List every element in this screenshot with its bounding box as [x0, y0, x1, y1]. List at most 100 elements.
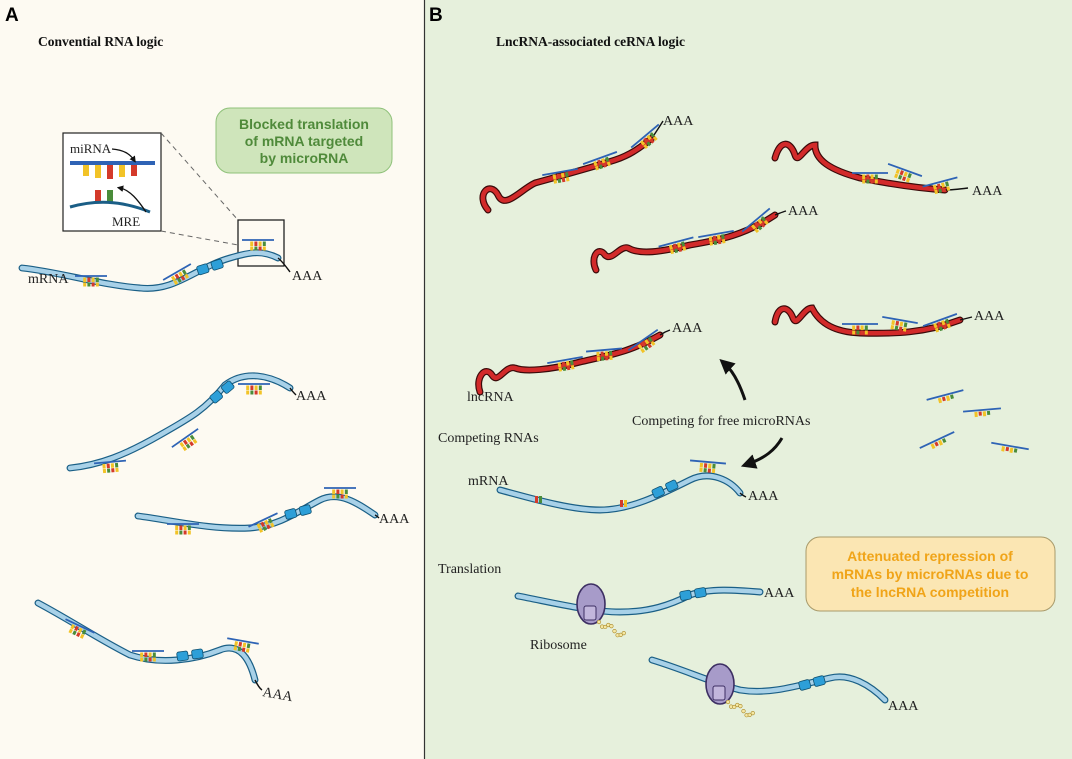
zoom-box: [237, 219, 285, 267]
lncrna-5: [771, 304, 964, 337]
panel-b-mrna-tail: [739, 492, 747, 498]
panel-b-callout-line-1: Attenuated repression of: [847, 548, 1013, 564]
panel-a-mrna-3-mirna-1: [167, 523, 199, 535]
panel-a-mrna-4-tail: [254, 679, 263, 691]
lncrna-2-mirna-1: [852, 172, 888, 184]
ribosome-label: Ribosome: [530, 638, 587, 653]
translating-mrna-2-polya: AAA: [888, 699, 919, 714]
panel-a-mrna-3-cds: [284, 504, 312, 520]
panel-a-mrna-2-tail: [289, 387, 297, 396]
panel-b-callout-line-3: the lncRNA competition: [851, 584, 1009, 600]
panel-a-letter: A: [5, 5, 19, 26]
lncrna-1-mirna-3: [630, 123, 660, 150]
lncrna-5-polya: AAA: [974, 309, 1005, 324]
panel-a-mrna-3-mirna-2: [248, 512, 278, 533]
panel-a-mrna-2-cds: [209, 380, 235, 404]
panel-b-title: LncRNA-associated ceRNA logic: [496, 34, 685, 49]
panel-b-mrna-mre-1: [535, 496, 538, 503]
panel-b-mrna-polya: AAA: [748, 489, 779, 504]
lncrna-1-polya: AAA: [663, 114, 694, 129]
lncrna-3-polya: AAA: [788, 204, 819, 219]
panel-a-mrna-4-mirna-2: [132, 650, 164, 662]
inset-mre-strand: [69, 200, 151, 214]
panel-b-mrna-mre-3: [620, 500, 623, 507]
panel-a-mrna-1-mirna-3: [242, 239, 274, 251]
lncrna-5-mirna-2: [882, 315, 918, 332]
panel-b-background: [425, 0, 1072, 759]
lncrna-1: [479, 134, 656, 214]
panel-a-callout-line-2: of mRNA targeted: [245, 133, 364, 149]
panel-a-mrna-1-mirna-2: [162, 263, 192, 285]
panel-b-callout: Attenuated repression of mRNAs by microR…: [805, 536, 1056, 612]
lncrna-3-tail: [774, 210, 787, 216]
zoom-line-top: [160, 132, 239, 221]
panel-a-mrna-1-tail: [277, 257, 291, 273]
panel-a-mrna-4-mirna-3: [227, 637, 259, 653]
arrow-to-lncrna: [719, 359, 747, 401]
lncrna-4-mirna-3: [627, 328, 659, 354]
inset-mirna-arrow: [111, 148, 136, 163]
panel-b-mrna-mirna: [689, 459, 727, 474]
panel-a-molecules: [18, 239, 380, 691]
lncrna-2-polya: AAA: [972, 184, 1003, 199]
translating-mrna-1: [514, 586, 764, 616]
panel-a-mrna-2-polya: AAA: [296, 389, 327, 404]
competing-rnas-label: Competing RNAs: [438, 431, 539, 446]
lncrna-3-mirna-1: [658, 236, 694, 255]
translating-mrna-2: [648, 656, 889, 704]
panel-a-mrna-2-mirna-2: [171, 428, 199, 452]
translating-mrna-1-polya: AAA: [764, 586, 795, 601]
inset-base-pairs: [83, 165, 137, 202]
panel-a-callout: Blocked translation of mRNA targeted by …: [215, 107, 393, 174]
inset-mre-label: MRE: [112, 214, 140, 229]
inset-mre-arrow: [116, 185, 147, 213]
panel-a-mrna-2-mirna-3: [238, 383, 270, 395]
panel-b-letter: B: [429, 5, 443, 26]
panel-a-mrna-2: [66, 372, 294, 472]
panel-a-mrna-1-polya: AAA: [292, 269, 323, 284]
lncrna-1-mirna-2: [582, 150, 618, 171]
panel-b-molecules: [475, 120, 1029, 718]
arrow-to-mrna: [740, 437, 784, 469]
panel-b-mrna-mre-4: [624, 500, 627, 507]
panel-a-mrna-1-cds: [196, 258, 224, 276]
panel-b-mrna-mre-2: [539, 496, 542, 503]
ribosome-2: [705, 663, 755, 718]
panel-a-mrna-3-mirna-3: [324, 487, 356, 499]
lncrna-3-mirna-3: [741, 207, 771, 234]
panel-a-mrna-1-mirna-1: [75, 275, 107, 287]
panel-a-mrna-4-cds: [176, 648, 204, 662]
panel-a-mrna-4-polya: AAA: [261, 685, 294, 705]
lncrna-5-mirna-3: [922, 312, 958, 333]
panel-a-mrna-1: [18, 249, 282, 292]
panel-b-callout-line-2: mRNAs by microRNAs due to: [832, 566, 1029, 582]
panel-b-mrna: [496, 472, 744, 514]
lncrna-2: [771, 140, 949, 194]
competing-label: Competing for free microRNAs: [632, 414, 810, 429]
translating-mrna-2-cds: [798, 675, 826, 691]
free-mirna-4: [991, 441, 1029, 454]
translation-label: Translation: [438, 562, 501, 577]
lncrna-3-mirna-2: [698, 229, 734, 246]
panel-a-callout-line-3: by microRNA: [260, 150, 349, 166]
lncrna-4-mirna-1: [547, 355, 583, 372]
panel-b-mrna-cds: [651, 479, 679, 499]
panel-a-mrna-4-mirna-1: [65, 618, 95, 639]
panel-b-mrna-label: mRNA: [468, 474, 509, 489]
free-mirna-1: [926, 389, 964, 404]
lncrna-5-mirna-1: [842, 323, 878, 335]
panel-a-mrna-label: mRNA: [28, 272, 69, 287]
lncrna-label: lncRNA: [467, 390, 515, 405]
panel-a-mrna-2-mirna-1: [93, 459, 127, 474]
mre-inset: miRNA MRE: [62, 132, 162, 232]
panel-a-title: Convential RNA logic: [38, 34, 163, 49]
lncrna-4-polya: AAA: [672, 321, 703, 336]
zoom-line-bottom: [160, 230, 239, 246]
panel-a-mrna-3-polya: AAA: [379, 512, 410, 527]
lncrna-4-tail: [659, 329, 671, 336]
free-mirna-2: [962, 407, 1002, 418]
inset-mirna-label: miRNA: [70, 141, 112, 156]
translating-mrna-1-cds: [679, 587, 707, 601]
